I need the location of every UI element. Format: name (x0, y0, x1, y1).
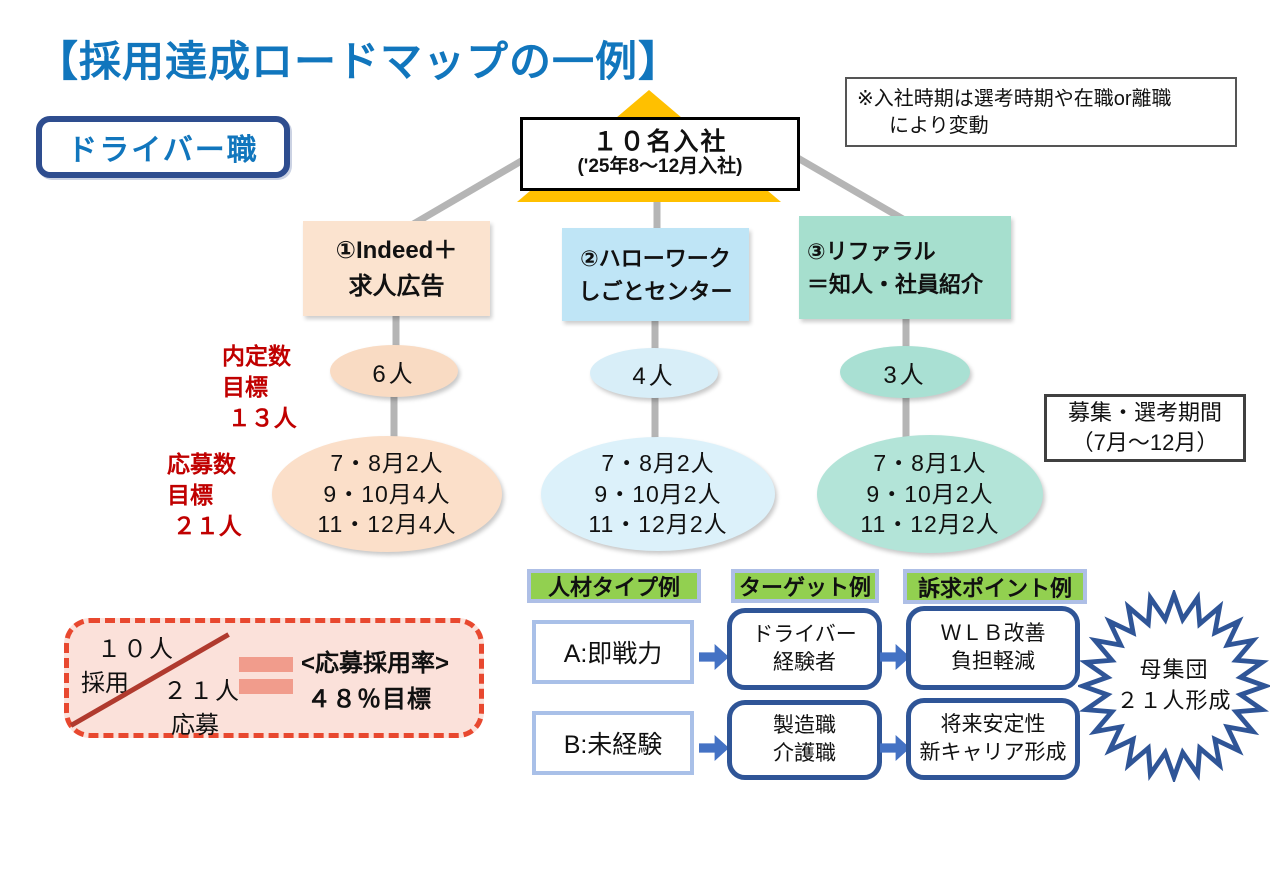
applications-line: 7・8月2人 (601, 449, 715, 476)
target-line: ドライバー (752, 622, 857, 646)
offer-count: 4人 (632, 362, 676, 390)
note-line-1: ※入社時期は選考時期や在職or離職 (857, 88, 1172, 110)
offer-target-line: 内定数 (222, 343, 291, 369)
appeal-box-b: 将来安定性 新キャリア形成 (906, 698, 1080, 780)
goal-headcount: １０名入社 (592, 127, 728, 156)
type-label: A:即戦力 (563, 640, 663, 668)
application-target-line: 応募数 (167, 451, 236, 477)
job-label-box: ドライバー職 (36, 116, 290, 178)
target-box-b: 製造職 介護職 (727, 700, 882, 780)
target-line: 介護職 (773, 742, 836, 765)
rate-denominator-value: ２１人 (163, 678, 241, 705)
channel-title-line: ②ハローワーク (580, 245, 731, 271)
appeal-line: 負担軽減 (951, 650, 1035, 673)
appeal-line: ＷＬＢ改善 (940, 621, 1046, 645)
type-label: B:未経験 (563, 731, 663, 759)
channel-box-indeed: ①Indeed＋ 求人広告 (303, 221, 490, 316)
applications-ellipse-referral: 7・8月1人 9・10月2人 11・12月2人 (817, 435, 1043, 553)
hire-rate-box: １０人 採用 ２１人 応募 <応募採用率> ４８％目標 (64, 618, 484, 739)
target-box-a: ドライバー 経験者 (727, 608, 882, 690)
applications-line: 11・12月2人 (860, 511, 1000, 538)
applications-line: 9・10月2人 (866, 480, 994, 507)
channel-box-hellowork: ②ハローワーク しごとセンター (562, 228, 749, 321)
offer-count-ellipse-indeed: 6人 (330, 345, 458, 397)
rate-result-title: <応募採用率> (301, 650, 450, 677)
rate-numerator-value: １０人 (97, 636, 175, 663)
job-label: ドライバー職 (67, 134, 259, 167)
goal-box: １０名入社 ('25年8～12月入社) (520, 117, 800, 191)
note-line-2: により変動 (889, 115, 989, 137)
offer-count: 6人 (372, 360, 416, 388)
type-box-b: B:未経験 (532, 711, 694, 775)
selection-period-title: 募集・選考期間 (1067, 400, 1222, 426)
selection-period-box: 募集・選考期間 （7月～12月） (1044, 394, 1246, 462)
rate-denominator-label: 応募 (171, 712, 219, 739)
applications-line: 11・12月2人 (588, 511, 728, 538)
goal-period: ('25年8～12月入社) (577, 156, 743, 178)
channel-title-line: ＝知人・社員紹介 (807, 271, 984, 297)
application-target-line: 目標 (167, 482, 213, 509)
starburst-label: 母集団 ２１人形成 (1078, 590, 1270, 782)
connector-line (408, 156, 525, 230)
equals-icon (239, 679, 293, 694)
offer-target-line: 目標 (222, 374, 268, 401)
offer-count: 3人 (883, 361, 927, 389)
channel-title-line: しごとセンター (578, 278, 733, 304)
starburst-shape (1078, 590, 1270, 782)
channel-title-line: ①Indeed＋ (335, 236, 458, 264)
channel-title-line: ③リファラル (807, 238, 936, 264)
page-title: 【採用達成ロードマップの一例】 (36, 38, 682, 85)
applications-line: 9・10月4人 (323, 480, 451, 507)
connector-line (794, 153, 910, 226)
applications-line: 7・8月2人 (330, 449, 444, 476)
note-box: ※入社時期は選考時期や在職or離職 により変動 (845, 77, 1237, 147)
offer-count-ellipse-hellowork: 4人 (590, 348, 718, 398)
channel-title-line: 求人広告 (348, 272, 445, 300)
appeal-box-a: ＷＬＢ改善 負担軽減 (906, 606, 1080, 690)
equals-icon (239, 657, 293, 672)
header-target: ターゲット例 (731, 569, 879, 603)
offer-target-label: 内定数 目標 １３人 (222, 341, 297, 434)
rate-result-value: ４８％目標 (307, 686, 432, 713)
header-talent-type: 人材タイプ例 (527, 569, 701, 603)
starburst-line: ２１人形成 (1116, 688, 1232, 713)
starburst-polygon (1078, 590, 1270, 782)
offer-target-count: １３人 (227, 405, 297, 432)
appeal-line: 新キャリア形成 (919, 741, 1067, 764)
target-line: 経験者 (773, 651, 836, 674)
target-line: 製造職 (773, 713, 836, 737)
applications-ellipse-indeed: 7・8月2人 9・10月4人 11・12月4人 (272, 436, 502, 552)
starburst-line: 母集団 (1139, 657, 1209, 683)
applications-line: 7・8月1人 (873, 449, 987, 476)
channel-box-referral: ③リファラル ＝知人・社員紹介 (799, 216, 1011, 319)
offer-count-ellipse-referral: 3人 (840, 346, 970, 398)
application-target-label: 応募数 目標 ２１人 (167, 449, 242, 542)
selection-period-range: （7月～12月） (1071, 430, 1219, 455)
applications-ellipse-hellowork: 7・8月2人 9・10月2人 11・12月2人 (541, 437, 775, 551)
appeal-line: 将来安定性 (940, 712, 1046, 736)
applications-line: 11・12月4人 (317, 511, 457, 538)
application-target-count: ２１人 (172, 513, 242, 540)
type-box-a: A:即戦力 (532, 620, 694, 684)
header-appeal-point: 訴求ポイント例 (903, 569, 1087, 604)
applications-line: 9・10月2人 (594, 480, 722, 507)
